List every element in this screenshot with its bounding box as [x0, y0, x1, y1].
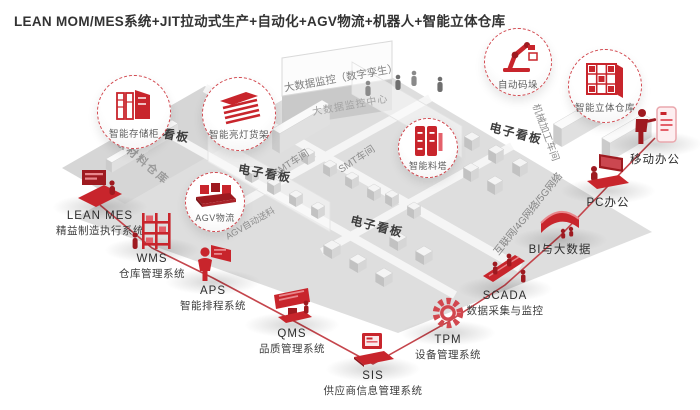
light-shelf-icon — [220, 91, 261, 124]
node-pc-office: PC办公 — [548, 152, 668, 210]
bi-curved-screen-icon — [540, 211, 580, 239]
node-title: LEAN MES — [66, 210, 134, 222]
node-qms: QMS 品质管理系统 — [232, 286, 352, 356]
node-title: QMS — [277, 328, 307, 340]
node-title: 移动办公 — [630, 154, 680, 166]
callout-smart-3d-warehouse: 智能立体仓库 — [568, 49, 642, 123]
callout-label: 智能立体仓库 — [574, 102, 635, 114]
callout-label: 自动码垛 — [497, 79, 538, 91]
node-subtitle: 智能排程系统 — [180, 300, 246, 312]
people-figures — [365, 70, 443, 96]
node-lean-mes: LEAN MES 精益制造执行系统 — [40, 168, 160, 238]
node-title: BI与大数据 — [528, 244, 592, 256]
page-title: LEAN MOM/MES系统+JIT拉动式生产+自动化+AGV物流+机器人+智能… — [14, 14, 506, 29]
node-subtitle: 供应商信息管理系统 — [323, 385, 423, 397]
node-mobile-office: 移动办公 — [595, 105, 700, 167]
node-shadow — [457, 276, 553, 302]
aps-person-icon — [198, 245, 231, 281]
callout-auto-palletizing: 自动码垛 — [484, 28, 552, 96]
node-scada: SCADA 数据采集与监控 — [445, 250, 565, 318]
callout-label: 智能料塔 — [408, 161, 447, 171]
scada-icon — [483, 253, 526, 283]
qms-board-icon — [274, 288, 312, 323]
node-subtitle: 精益制造执行系统 — [56, 225, 144, 237]
callout-smart-material-tower: 智能料塔 — [398, 118, 458, 178]
callout-smart-storage-cabinet: 智能存储柜 — [97, 75, 171, 149]
node-title: PC办公 — [586, 197, 630, 209]
agv-icon — [196, 183, 236, 207]
node-wms: WMS 仓库管理系统 — [92, 211, 212, 281]
material-tower-icon — [415, 126, 443, 156]
node-title: WMS — [136, 253, 168, 265]
tpm-gear-icon — [432, 297, 464, 329]
node-shadow — [165, 269, 261, 295]
node-subtitle: 仓库管理系统 — [119, 268, 185, 280]
node-subtitle: 品质管理系统 — [259, 343, 325, 355]
storage-cabinet-icon — [116, 89, 150, 120]
mobile-office-icon — [635, 106, 677, 144]
node-title: SIS — [362, 370, 384, 382]
node-shadow — [512, 227, 608, 253]
node-sis: SIS 供应商信息管理系统 — [313, 330, 433, 398]
callout-label: AGV物流 — [195, 213, 235, 223]
node-subtitle: 设备管理系统 — [415, 349, 481, 361]
callout-label: 智能存储柜 — [108, 128, 159, 140]
node-title: APS — [199, 285, 226, 297]
node-tpm: TPM 设备管理系统 — [388, 294, 508, 362]
robot-arm-icon — [503, 41, 538, 72]
machine-blocks — [244, 131, 529, 287]
node-aps: APS 智能排程系统 — [153, 243, 273, 313]
wms-shelf-icon — [132, 213, 171, 249]
callout-smart-light-shelf: 智能亮灯货架 — [202, 77, 276, 151]
warehouse-rack-icon — [586, 62, 623, 98]
node-title: SCADA — [482, 290, 528, 302]
callout-agv-logistics: AGV物流 — [185, 172, 245, 232]
node-bi: BI与大数据 — [500, 201, 620, 257]
lean-mes-icon — [78, 170, 122, 207]
node-connection-line — [99, 137, 656, 365]
pc-office-icon — [587, 154, 629, 189]
sis-laptop-icon — [354, 333, 394, 367]
callout-label: 智能亮灯货架 — [208, 129, 269, 141]
node-subtitle: 数据采集与监控 — [466, 305, 544, 317]
node-title: TPM — [434, 334, 462, 346]
node-shadow — [607, 131, 700, 157]
